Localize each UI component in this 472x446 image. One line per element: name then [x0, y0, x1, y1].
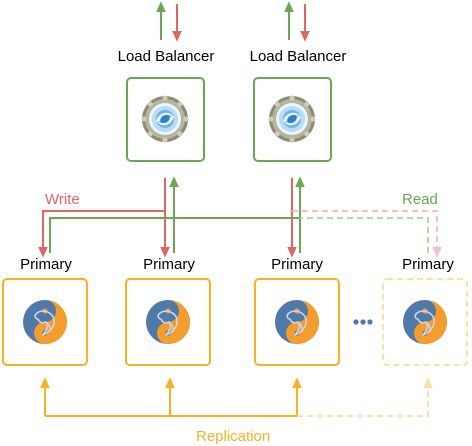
database-label-4: Primary: [402, 256, 454, 273]
mysql-dolphin-icon: [274, 299, 320, 345]
replication-to-db4: [297, 377, 433, 417]
load-balancer-label-2: Load Balancer: [249, 48, 347, 65]
read-label: Read: [402, 191, 438, 208]
read-from-db1: [49, 217, 300, 253]
write-label: Write: [45, 191, 80, 208]
database-label-3: Primary: [271, 256, 323, 273]
portal-ring-icon: [268, 95, 316, 143]
database-label-2: Primary: [143, 256, 195, 273]
load-balancer-label-1: Load Balancer: [117, 48, 215, 65]
replication-label: Replication: [196, 428, 271, 445]
write-to-db1: [38, 210, 165, 258]
mysql-dolphin-icon: [145, 299, 191, 345]
mysql-dolphin-icon: [22, 299, 68, 345]
database-label-1: Primary: [20, 256, 72, 273]
portal-ring-icon: [141, 95, 189, 143]
write-to-db4: [292, 210, 442, 258]
mysql-dolphin-icon: [402, 299, 448, 345]
ellipsis-icon: [353, 319, 373, 325]
read-from-db4: [300, 217, 429, 253]
